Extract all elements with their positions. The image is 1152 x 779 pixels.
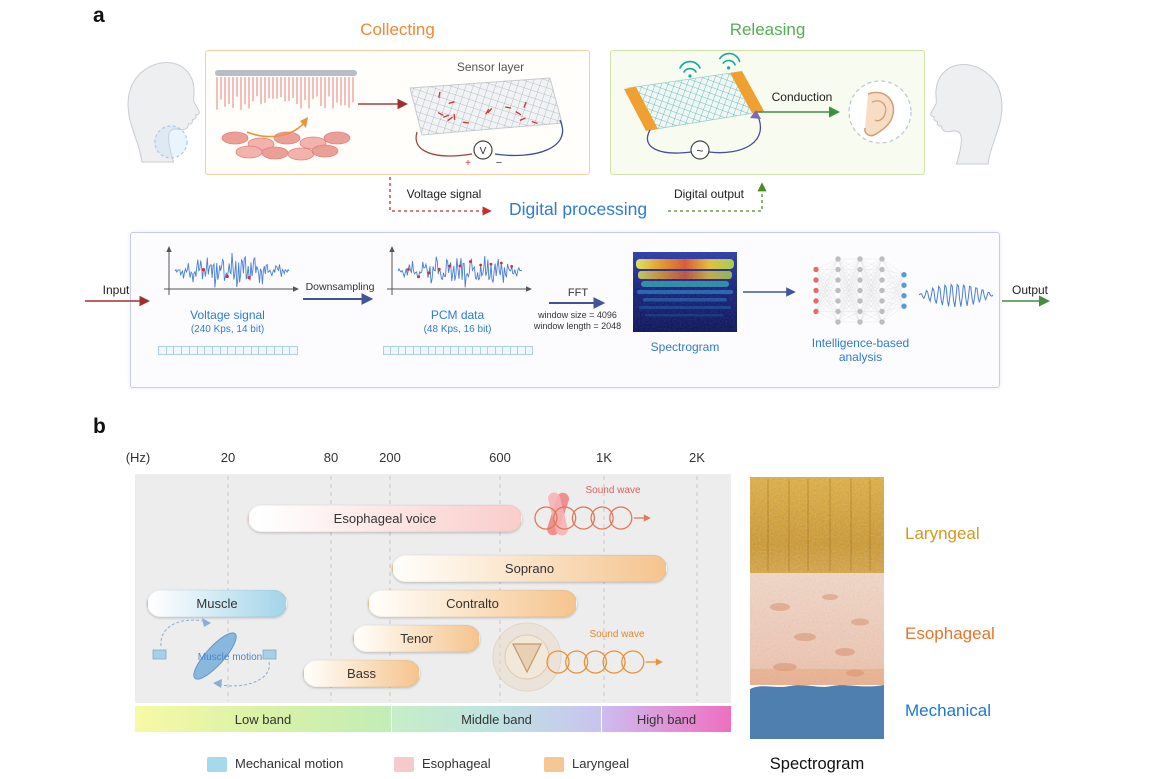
fft-label: FFT (567, 287, 589, 299)
spectrogram-caption: Spectrogram (769, 755, 865, 773)
digital-output-label: Digital output (673, 187, 745, 201)
band-high-band: High band (602, 706, 731, 732)
spectrogram-image (750, 477, 884, 739)
freq-bar-muscle: Muscle (147, 590, 287, 617)
muscle-motion-label: Muscle motion (197, 652, 263, 663)
stage1-subtitle: (240 Kps, 14 bit) (190, 324, 265, 335)
axis-unit: (Hz) (125, 450, 151, 465)
wire-left (415, 131, 473, 157)
band-middle-band: Middle band (392, 706, 601, 732)
freq-bar-contralto: Contralto (368, 590, 577, 617)
stage2-subtitle: (48 Kps, 16 bit) (423, 324, 492, 335)
wifi-icon (719, 52, 741, 70)
stage1-title: Voltage signal (190, 308, 265, 322)
region-label-mechanical: Mechanical (905, 701, 991, 720)
voltage-signal-label: Voltage signal (406, 187, 482, 201)
legend-label: Esophageal (422, 756, 491, 771)
axis-tick: 1K (596, 450, 612, 465)
ac-symbol: ~ (696, 144, 703, 158)
fft-note-2: window length = 2048 (533, 321, 622, 331)
legend-swatch (544, 757, 564, 772)
voltage-waveform-plot (164, 246, 299, 295)
minus-symbol: − (496, 157, 502, 169)
head-silhouette-left (127, 62, 200, 163)
band-low-band: Low band (135, 706, 391, 732)
axis-tick: 200 (379, 450, 401, 465)
axis-tick: 20 (220, 450, 236, 465)
tissue-fibers (216, 77, 354, 110)
legend-swatch (394, 757, 414, 772)
legend-label: Laryngeal (572, 756, 630, 771)
panel-b-label: b (93, 415, 106, 438)
wire-right (494, 119, 563, 157)
throat-highlight-circle (154, 125, 188, 159)
output-label: Output (1011, 283, 1049, 297)
conduction-label: Conduction (771, 90, 833, 104)
skin-layer-bar (215, 70, 357, 76)
neural-network-icon (813, 256, 907, 325)
sound-wave-label-upper: Sound wave (585, 485, 641, 496)
wire-left (646, 129, 692, 154)
head-silhouette-right (930, 64, 1003, 165)
axis-tick: 80 (323, 450, 339, 465)
spectrogram-stage-label: Spectrogram (650, 340, 720, 354)
axis-tick: 2K (689, 450, 705, 465)
region-label-esophageal: Esophageal (905, 624, 995, 643)
sample-strip (383, 346, 534, 355)
digital-processing-title: Digital processing (508, 199, 648, 219)
output-waveform (918, 283, 994, 307)
sound-wave-label-lower: Sound wave (589, 629, 645, 640)
input-label: Input (102, 283, 130, 297)
spectrogram-thumbnail (633, 252, 737, 332)
electrode-right (730, 71, 764, 113)
sensor-mesh-marks (437, 91, 538, 125)
collecting-illustration: V + − (215, 70, 563, 169)
analysis-label: Intelligence-based analysis (811, 336, 910, 364)
plus-symbol: + (465, 158, 471, 169)
sensor-layer-label: Sensor layer (456, 60, 525, 74)
pcm-waveform-plot (387, 246, 532, 295)
downsampling-label: Downsampling (305, 281, 375, 293)
freq-bar-tenor: Tenor (353, 625, 480, 652)
frequency-axis: (Hz) 20 80 200 600 1K 2K (0, 450, 1152, 468)
legend: Mechanical motion Esophageal Laryngeal (0, 755, 1152, 775)
axis-tick: 600 (489, 450, 511, 465)
region-label-laryngeal: Laryngeal (905, 524, 980, 543)
freq-bar-soprano: Soprano (392, 555, 667, 582)
panel-a-label: a (93, 4, 105, 27)
collecting-title: Collecting (360, 20, 435, 39)
drive-arrow (750, 110, 761, 119)
ear-icon (848, 80, 912, 144)
stage2-title: PCM data (430, 308, 485, 322)
releasing-illustration: ~ (624, 52, 912, 160)
muscle-cells (221, 131, 351, 161)
voltmeter-symbol: V (480, 146, 487, 157)
releasing-title: Releasing (729, 20, 806, 39)
freq-bar-esophageal-voice: Esophageal voice (248, 505, 522, 532)
ac-source-icon (690, 140, 710, 160)
freq-bar-bass: Bass (303, 660, 420, 687)
voltmeter-icon (473, 140, 493, 160)
tissue-arrow (246, 121, 306, 138)
mechanical-region (750, 685, 884, 739)
legend-label: Mechanical motion (235, 756, 344, 771)
sample-strip (158, 346, 298, 355)
wire-right (708, 111, 762, 154)
legend-swatch (207, 757, 227, 772)
fft-note-1: window size = 4096 (538, 310, 617, 320)
electrode-left (624, 87, 658, 131)
wifi-icon (679, 60, 701, 78)
